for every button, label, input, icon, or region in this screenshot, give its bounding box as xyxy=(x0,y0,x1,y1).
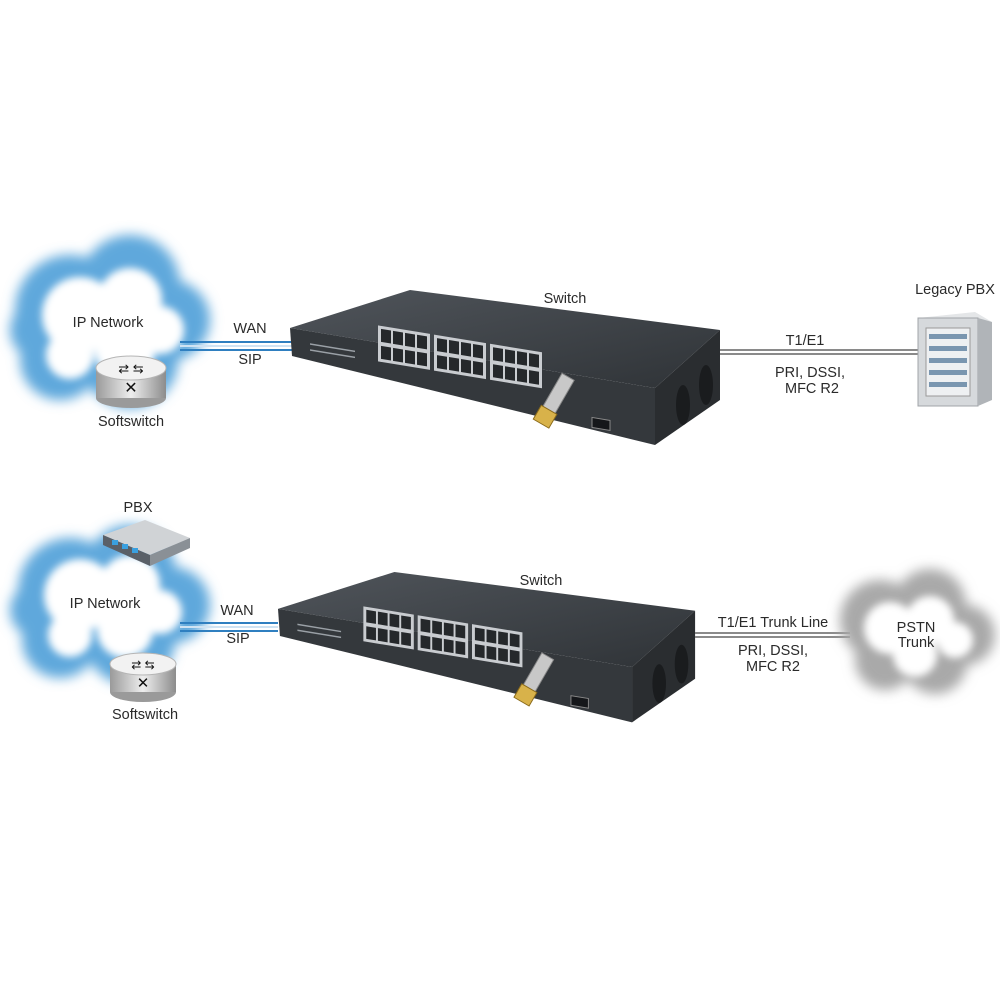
ip-network-label-bottom: IP Network xyxy=(70,596,141,612)
softswitch-icon: ⇄ ⇆ ✕ xyxy=(95,355,167,408)
wan-sip-link-bottom xyxy=(180,622,278,632)
pbx-label: PBX xyxy=(123,500,152,516)
switch-label: Switch xyxy=(544,291,587,307)
pstn-label-line2: Trunk xyxy=(898,635,935,651)
pstn-label-line1: PSTN xyxy=(897,620,936,636)
ip-network-cloud-bottom xyxy=(10,525,210,685)
wan-label: WAN xyxy=(233,321,266,337)
pstn-cloud xyxy=(840,569,995,694)
protocols-line2-bottom: MFC R2 xyxy=(746,659,800,675)
svg-text:✕: ✕ xyxy=(137,675,150,692)
gateway-switch-device xyxy=(290,290,720,445)
softswitch-label: Softswitch xyxy=(98,414,164,430)
ip-network-cloud xyxy=(10,235,210,408)
softswitch-label-bottom: Softswitch xyxy=(112,707,178,723)
svg-text:⇄ ⇆: ⇄ ⇆ xyxy=(131,658,154,672)
svg-text:✕: ✕ xyxy=(124,380,137,397)
t1e1-label: T1/E1 xyxy=(786,333,825,349)
wan-sip-link xyxy=(180,341,292,351)
protocols-line1-bottom: PRI, DSSI, xyxy=(738,643,808,659)
legacy-pbx-label: Legacy PBX xyxy=(915,282,995,298)
t1e1-trunk-link xyxy=(695,632,850,638)
wan-label-bottom: WAN xyxy=(220,603,253,619)
protocols-line2: MFC R2 xyxy=(785,381,839,397)
sip-label-bottom: SIP xyxy=(226,631,249,647)
pbx-device-icon xyxy=(103,520,190,566)
t1e1-link xyxy=(720,349,918,355)
gateway-switch-device-bottom xyxy=(278,572,695,722)
svg-text:⇄ ⇆: ⇄ ⇆ xyxy=(118,361,144,376)
sip-label: SIP xyxy=(238,352,261,368)
protocols-line1: PRI, DSSI, xyxy=(775,365,845,381)
ip-network-label: IP Network xyxy=(73,315,144,331)
switch-label-bottom: Switch xyxy=(520,573,563,589)
legacy-pbx-cabinet-icon xyxy=(917,312,992,407)
softswitch-icon-bottom: ⇄ ⇆ ✕ xyxy=(109,652,177,702)
t1e1-trunk-label: T1/E1 Trunk Line xyxy=(718,615,828,631)
